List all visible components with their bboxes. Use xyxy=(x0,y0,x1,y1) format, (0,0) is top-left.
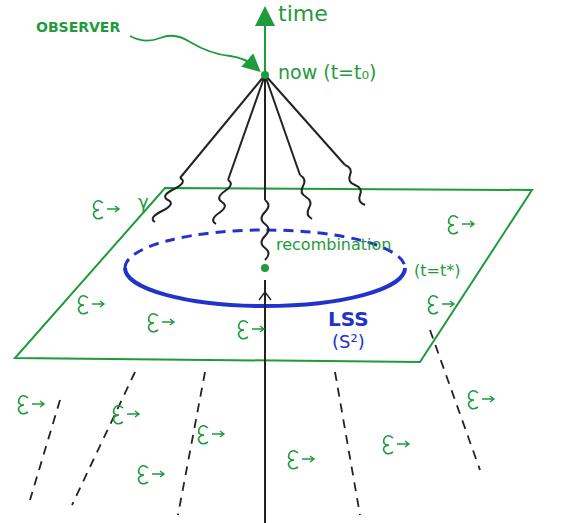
time-axis xyxy=(264,16,266,200)
past-worldlines xyxy=(30,330,480,515)
surface-label: LSS xyxy=(328,308,369,330)
recombination-plane xyxy=(15,188,532,362)
surface-topology: (S²) xyxy=(332,332,365,352)
photon-paths xyxy=(153,75,365,260)
time-label: now (t=t₀) xyxy=(278,62,377,83)
time-axis-lower xyxy=(264,280,266,523)
electron-symbols xyxy=(19,201,494,484)
photon-symbol: γ xyxy=(138,192,149,212)
axis-label: time xyxy=(278,2,328,26)
center-dot xyxy=(261,264,269,272)
observer-label: OBSERVER xyxy=(36,20,120,35)
observer-dot xyxy=(261,71,269,79)
epoch-label: recombination xyxy=(276,236,391,254)
observer-pointer xyxy=(130,36,254,66)
epoch-time: (t=t*) xyxy=(414,262,460,280)
